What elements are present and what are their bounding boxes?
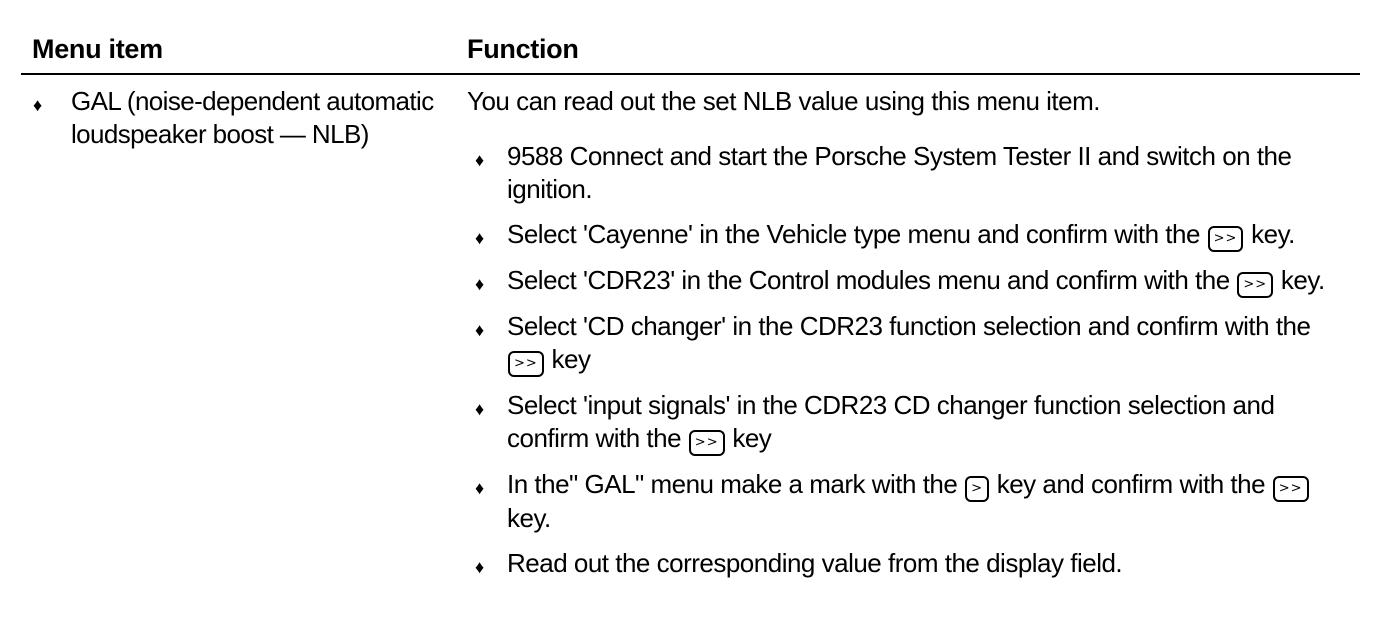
- step-text: Select 'input signals' in the CDR23 CD c…: [507, 390, 1275, 453]
- mark-key-icon: >: [965, 476, 989, 502]
- step-text-end: key.: [1244, 219, 1295, 249]
- forward-key-icon: >>: [508, 351, 544, 377]
- diamond-bullet-icon: ♦: [475, 150, 484, 170]
- diamond-bullet-icon: ♦: [33, 95, 43, 115]
- list-item: ♦ 9588 Connect and start the Porsche Syst…: [467, 140, 1352, 206]
- list-item: ♦ Select 'input signals' in the CDR23 CD …: [467, 389, 1352, 456]
- step-text-end: key: [725, 423, 772, 453]
- menu-item-text: GAL (noise-dependent automatic loudspeak…: [71, 86, 434, 149]
- list-item: ♦ Select 'CD changer' in the CDR23 functi…: [467, 310, 1352, 377]
- diamond-bullet-icon: ♦: [475, 557, 484, 577]
- step-text-end: key.: [507, 503, 551, 533]
- step-text-end: key.: [1274, 265, 1325, 295]
- list-item: ♦ Select 'Cayenne' in the Vehicle type me…: [467, 218, 1352, 252]
- forward-key-icon: >>: [1207, 226, 1244, 252]
- step-list: ♦ 9588 Connect and start the Porsche Syst…: [467, 140, 1352, 592]
- step-text-middle: key and confirm with the: [989, 469, 1272, 499]
- forward-key-icon: >>: [1237, 272, 1274, 298]
- step-text: 9588 Connect and start the Porsche Syste…: [507, 141, 1292, 204]
- list-item: ♦ Select 'CDR23' in the Control modules m…: [467, 264, 1352, 298]
- step-text: Select 'CD changer' in the CDR23 functio…: [507, 311, 1311, 341]
- step-text-end: key: [544, 344, 591, 374]
- column-header-menu-item: Menu item: [32, 34, 163, 64]
- diamond-bullet-icon: ♦: [475, 399, 484, 419]
- list-item: ♦In the" GAL" menu make a mark with the …: [467, 468, 1352, 535]
- diamond-bullet-icon: ♦: [475, 320, 484, 340]
- function-intro: You can read out the set NLB value using…: [467, 86, 1101, 116]
- diamond-bullet-icon: ♦: [475, 228, 484, 248]
- header-rule: [21, 73, 1360, 75]
- forward-key-icon: >>: [688, 430, 725, 456]
- list-item: ♦ Read out the corresponding value from t…: [467, 547, 1352, 580]
- step-text: Read out the corresponding value from th…: [507, 548, 1123, 578]
- diamond-bullet-icon: ♦: [475, 478, 484, 498]
- diamond-bullet-icon: ♦: [475, 274, 484, 294]
- column-header-function: Function: [467, 34, 579, 64]
- step-text: Select 'Cayenne' in the Vehicle type men…: [507, 219, 1207, 249]
- step-text: In the" GAL" menu make a mark with the: [507, 469, 965, 499]
- forward-key-icon: >>: [1272, 476, 1309, 502]
- step-text: Select 'CDR23' in the Control modules me…: [507, 265, 1237, 295]
